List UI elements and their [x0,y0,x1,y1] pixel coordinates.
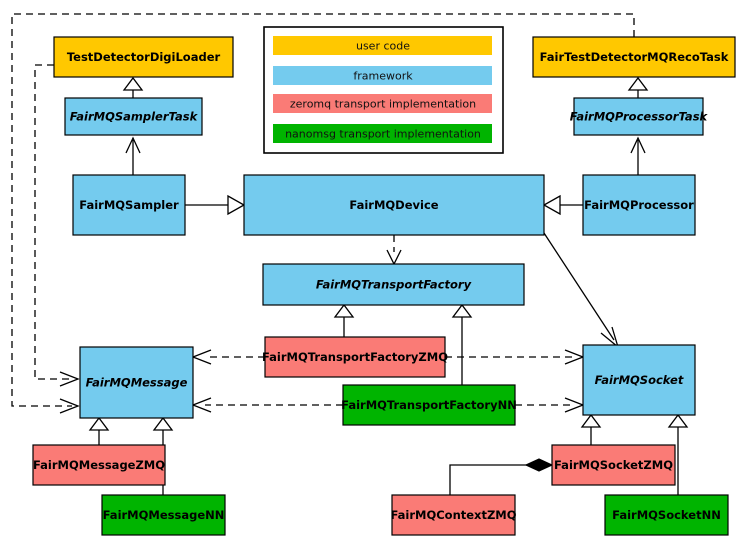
class-box-FairTestDetectorMQRecoTask[interactable] [532,36,736,78]
class-name-FairMQSocketNN: FairMQSocketNN [612,508,721,522]
class-name-FairMQMessageNN: FairMQMessageNN [103,508,225,522]
class-box-FairMQMessageZMQ[interactable] [32,444,166,486]
class-node-FairMQMessageNN[interactable]: FairMQMessageNN [101,494,226,536]
class-node-FairMQContextZMQ[interactable]: FairMQContextZMQ [390,494,517,536]
class-name-FairMQTransportFactoryZMQ: FairMQTransportFactoryZMQ [262,350,448,364]
class-node-FairMQTransportFactoryNN[interactable]: FairMQTransportFactoryNN [341,384,517,426]
edge-factoryzmq-to-factory [333,303,355,337]
edge-sampler-to-samplertask [125,136,141,175]
class-name-FairMQMessageZMQ: FairMQMessageZMQ [33,458,165,472]
class-name-FairMQSocketZMQ: FairMQSocketZMQ [554,458,673,472]
legend-item-framework: framework [273,66,492,85]
class-name-FairMQSampler: FairMQSampler [79,198,179,212]
class-node-FairMQSocketNN[interactable]: FairMQSocketNN [604,494,729,536]
edge-recotask-to-message [11,13,635,414]
edge-processortask-to-recotask [627,76,649,98]
class-node-FairMQTransportFactory[interactable]: FairMQTransportFactory [262,263,525,306]
edge-processor-to-processortask [630,136,646,175]
class-node-FairMQProcessorTask[interactable]: FairMQProcessorTask [570,97,709,136]
legend-swatch-nanomsg [273,124,492,143]
class-name-FairMQMessage: FairMQMessage [86,376,188,390]
class-name-TestDetectorDigiLoader: TestDetectorDigiLoader [67,50,221,64]
legend-swatch-zeromq [273,94,492,113]
class-name-FairMQDevice: FairMQDevice [349,198,438,212]
class-box-FairMQContextZMQ[interactable] [391,494,516,536]
class-box-FairMQProcessor[interactable] [582,174,696,236]
edge-socketzmq-composition-contextzmq [449,458,554,495]
legend-label-zeromq: zeromq transport implementation [290,98,476,111]
class-name-FairMQProcessor: FairMQProcessor [584,198,694,212]
class-box-FairMQSocket[interactable] [582,344,696,416]
class-box-FairMQTransportFactory[interactable] [262,263,525,306]
class-box-FairMQTransportFactoryNN[interactable] [342,384,516,426]
edge-factorynn-to-factory [451,303,473,385]
class-node-FairMQMessage[interactable]: FairMQMessage [79,346,194,419]
class-node-TestDetectorDigiLoader[interactable]: TestDetectorDigiLoader [53,36,234,78]
edge-digiloader-to-message [34,64,80,387]
edge-socketzmq-to-socket [580,413,602,445]
class-box-FairMQSamplerTask[interactable] [64,97,203,136]
class-box-FairMQSocketNN[interactable] [604,494,729,536]
legend-label-framework: framework [353,70,413,83]
class-box-FairMQProcessorTask[interactable] [573,97,704,136]
class-box-TestDetectorDigiLoader[interactable] [53,36,234,78]
legend-item-user-code: user code [273,36,492,55]
class-node-FairMQTransportFactoryZMQ[interactable]: FairMQTransportFactoryZMQ [262,336,448,378]
edge-samplertask-to-digiloader [122,76,144,98]
class-box-FairMQTransportFactoryZMQ[interactable] [264,336,446,378]
class-node-FairMQSocketZMQ[interactable]: FairMQSocketZMQ [551,444,676,486]
class-box-FairMQMessage[interactable] [79,346,194,419]
class-node-FairMQMessageZMQ[interactable]: FairMQMessageZMQ [32,444,166,486]
edge-socketnn-to-socket [667,413,689,495]
class-box-FairMQDevice[interactable] [243,174,545,236]
edge-processor-to-device [542,194,583,216]
class-name-FairMQTransportFactoryNN: FairMQTransportFactoryNN [341,398,517,412]
class-name-FairMQSocket: FairMQSocket [595,373,684,387]
class-node-FairTestDetectorMQRecoTask[interactable]: FairTestDetectorMQRecoTask [532,36,736,78]
legend-swatch-framework [273,66,492,85]
class-node-FairMQSampler[interactable]: FairMQSampler [72,174,186,236]
legend-swatch-user-code [273,36,492,55]
class-box-FairMQSampler[interactable] [72,174,186,236]
edge-messagezmq-to-message [88,416,110,445]
edge-layer: FairMQMessage (inner dashed path) --> Fa… [11,13,689,495]
legend: user code framework zeromq transport imp… [263,26,504,154]
edge-sampler-to-device [185,194,246,216]
node-layer: TestDetectorDigiLoaderFairMQSamplerTaskF… [32,36,736,536]
class-name-FairMQTransportFactory: FairMQTransportFactory [316,278,472,292]
class-box-FairMQMessageNN[interactable] [101,494,226,536]
legend-item-nanomsg: nanomsg transport implementation [273,124,492,143]
legend-label-user-code: user code [356,40,410,53]
class-node-FairMQSamplerTask[interactable]: FairMQSamplerTask [64,97,203,136]
class-box-FairMQSocketZMQ[interactable] [551,444,676,486]
class-node-FairMQDevice[interactable]: FairMQDevice [243,174,545,236]
legend-label-nanomsg: nanomsg transport implementation [285,128,481,141]
class-name-FairMQSamplerTask: FairMQSamplerTask [70,110,199,124]
class-name-FairMQContextZMQ: FairMQContextZMQ [390,508,516,522]
class-node-FairMQSocket[interactable]: FairMQSocket [582,344,696,416]
class-name-FairTestDetectorMQRecoTask: FairTestDetectorMQRecoTask [540,50,729,64]
class-name-FairMQProcessorTask: FairMQProcessorTask [570,110,709,124]
class-node-FairMQProcessor[interactable]: FairMQProcessor [582,174,696,236]
legend-item-zeromq: zeromq transport implementation [273,94,492,113]
